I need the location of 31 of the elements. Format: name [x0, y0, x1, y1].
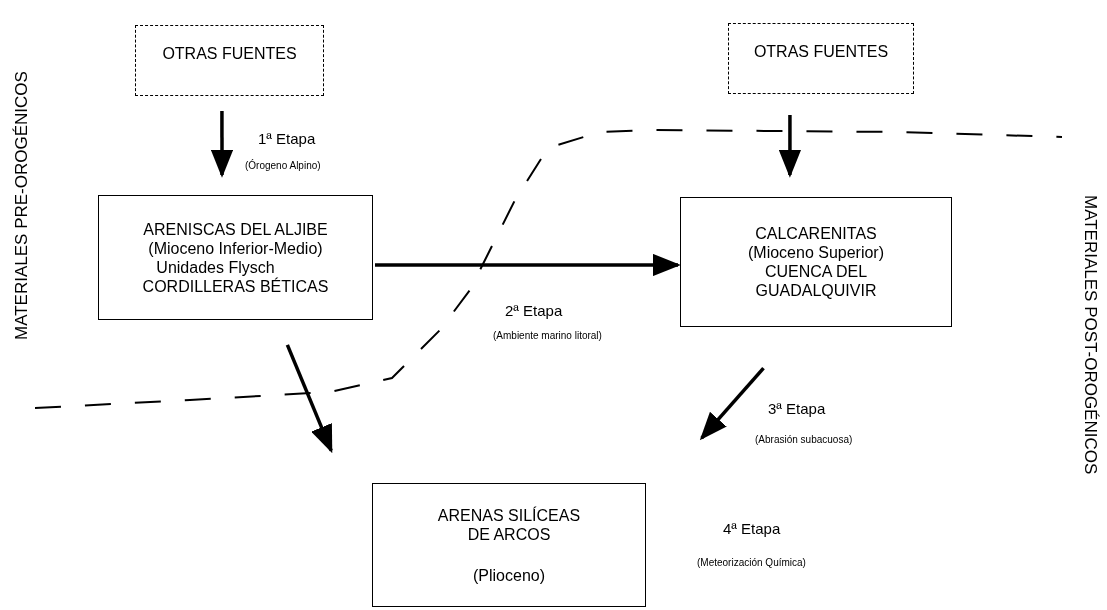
unit-detail: CUENCA DEL GUADALQUIVIR	[754, 262, 878, 300]
stage-note: (Ambiente marino litoral)	[493, 330, 602, 341]
arrow	[778, 115, 802, 178]
arrow	[210, 111, 234, 178]
arrow	[699, 367, 765, 441]
unit-name: ARENAS SILÍCEAS DE ARCOS	[436, 505, 582, 544]
unit-detail: (Mioceno Inferior-Medio)	[148, 238, 323, 258]
side-heading: MATERIALES POST-OROGÉNICOS	[1080, 195, 1100, 475]
stage-note: (Abrasión subacuosa)	[755, 434, 853, 445]
stage-note: (Meteorización Química)	[697, 557, 806, 568]
unit-detail: (Plioceno)	[473, 565, 545, 585]
unit-name: ARENISCAS DEL ALJIBE	[143, 219, 328, 239]
arrow	[375, 253, 681, 277]
source-box	[135, 25, 324, 96]
unit-box	[680, 197, 952, 327]
unit-detail: CORDILLERAS BÉTICAS	[142, 276, 329, 296]
stage-label: 2ª Etapa	[505, 302, 563, 319]
stage-note: (Órogeno Alpino)	[245, 160, 321, 171]
source-box	[728, 23, 914, 94]
unit-name: OTRAS FUENTES	[162, 44, 297, 63]
unit-detail: (Mioceno Superior)	[747, 243, 885, 262]
side-heading: MATERIALES PRE-OROGÉNICOS	[12, 71, 32, 340]
unit-name: OTRAS FUENTES	[753, 42, 889, 61]
unit-detail: Unidades Flysch	[156, 257, 275, 277]
stage-label: 3ª Etapa	[768, 400, 826, 417]
arrow	[285, 344, 333, 454]
unit-name: CALCARENITAS	[755, 224, 877, 243]
stage-label: 1ª Etapa	[258, 130, 316, 147]
stage-label: 4ª Etapa	[723, 520, 781, 537]
unit-box	[372, 483, 646, 607]
unit-box	[98, 195, 373, 320]
